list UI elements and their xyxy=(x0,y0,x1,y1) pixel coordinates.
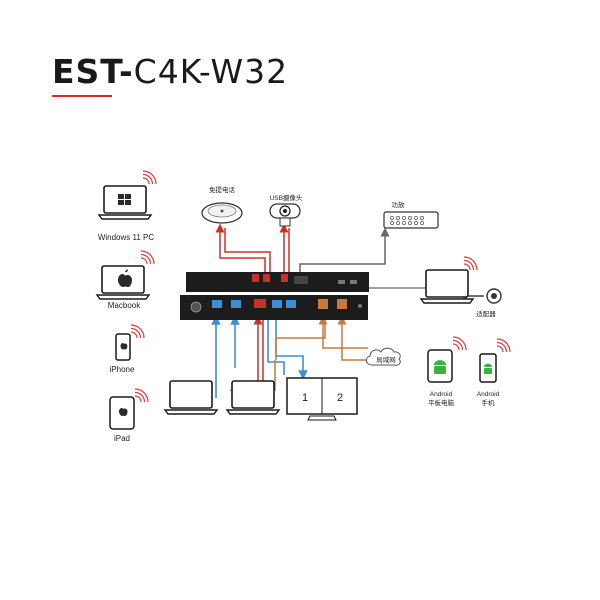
lan-port xyxy=(337,299,347,309)
wifi-icon xyxy=(130,324,145,339)
amplifier-audio-cable xyxy=(299,227,390,275)
switcher-rear-panel xyxy=(180,295,368,320)
switcher-front-panel xyxy=(186,272,369,292)
lan-port xyxy=(318,299,328,309)
power-port xyxy=(190,301,202,313)
audio-terminal xyxy=(294,276,308,284)
wifi-icon xyxy=(463,256,478,271)
indicator-led xyxy=(338,280,345,284)
android-tablet-label-1: Android xyxy=(430,391,453,398)
amplifier-label: 功放 xyxy=(392,200,406,209)
iphone-label: iPhone xyxy=(110,365,135,374)
speakerphone-device: 免提电话 xyxy=(201,185,243,224)
indicator-led xyxy=(350,280,357,284)
wifi-icon xyxy=(452,336,467,351)
usb-camera-label: USB摄像头 xyxy=(270,193,303,202)
amplifier-knobs xyxy=(390,216,424,225)
title-underline xyxy=(52,95,112,97)
windows-pc-device: Windows 11 PC xyxy=(98,170,157,242)
wireless-adapter xyxy=(468,288,502,304)
adapter-label: 适配器 xyxy=(476,309,496,318)
usb-camera-device: USB摄像头 xyxy=(269,193,303,227)
usb-port-rear xyxy=(254,299,266,308)
macbook-device: Macbook xyxy=(96,250,155,310)
title-prefix: EST- xyxy=(52,52,134,91)
product-title: EST-C4K-W32 xyxy=(52,52,288,91)
amplifier-device: 功放 xyxy=(383,200,439,229)
speakerphone-label: 免提电话 xyxy=(209,185,236,194)
windows-logo-icon xyxy=(118,194,131,205)
android-phone-device: Android 手机 xyxy=(477,338,511,407)
speakerphone-usb-cable xyxy=(215,223,271,283)
android-logo-icon xyxy=(484,363,492,374)
usb-port-front xyxy=(263,274,270,282)
title-model: C4K-W32 xyxy=(133,52,289,91)
android-logo-icon xyxy=(434,360,446,374)
hdmi-port xyxy=(286,300,296,308)
screen-window-2: 2 xyxy=(337,392,343,404)
android-tablet-device: Android 平板电脑 xyxy=(427,336,467,407)
windows-pc-label: Windows 11 PC xyxy=(98,233,155,242)
hdmi-output-cables xyxy=(267,320,308,380)
macbook-label: Macbook xyxy=(108,301,141,310)
wifi-icon xyxy=(142,170,157,185)
ipad-device: iPad xyxy=(109,388,149,443)
wifi-icon xyxy=(140,250,155,265)
wifi-icon xyxy=(134,388,149,403)
android-tablet-label-2: 平板电脑 xyxy=(428,398,455,407)
usb-host-cable xyxy=(253,315,264,384)
apple-logo-icon xyxy=(120,343,128,350)
adapter-laptop-device: 适配器 xyxy=(420,256,502,318)
android-phone-label-2: 手机 xyxy=(482,398,496,407)
laptop-input-2 xyxy=(226,380,280,415)
reset-button xyxy=(358,304,362,308)
camera-usb-cable xyxy=(279,223,290,283)
apple-logo-icon xyxy=(118,269,132,287)
hdmi-input-cables xyxy=(211,315,240,398)
display-screen: 1 2 xyxy=(286,377,358,421)
lan-cloud: 局域网 xyxy=(365,347,401,366)
laptop-input-1 xyxy=(164,380,218,415)
screen-window-1: 1 xyxy=(302,392,308,404)
wifi-icon xyxy=(496,338,511,353)
android-phone-label-1: Android xyxy=(477,391,500,398)
usb-port-front xyxy=(252,274,259,282)
usb-port-front xyxy=(281,274,288,282)
hdmi-port xyxy=(212,300,222,308)
hdmi-port xyxy=(272,300,282,308)
ipad-label: iPad xyxy=(114,434,130,443)
hdmi-port xyxy=(231,300,241,308)
apple-logo-icon xyxy=(119,408,128,416)
iphone-device: iPhone xyxy=(110,324,145,374)
lan-label: 局域网 xyxy=(376,355,396,364)
